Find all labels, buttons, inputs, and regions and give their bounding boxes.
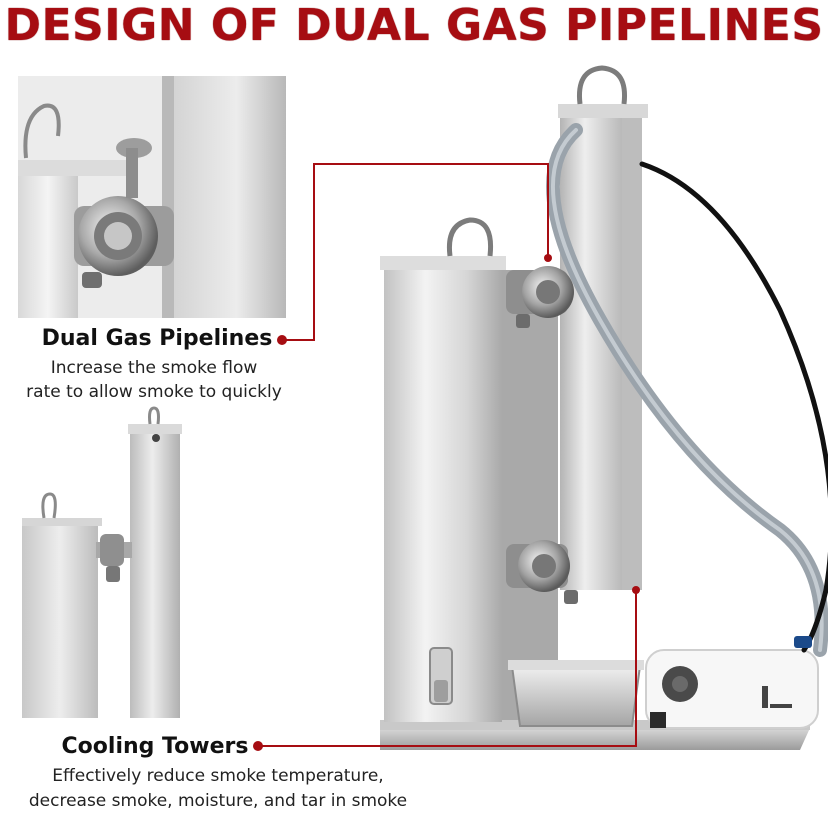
dual-gas-pipelines-description: Increase the smoke flow rate to allow sm… [0,356,308,404]
dual-gas-pipelines-title: Dual Gas Pipelines [41,326,273,351]
description-line: rate to allow smoke to quickly [26,382,282,402]
cooling-towers-title: Cooling Towers [61,734,249,759]
page-title: DESIGN OF DUAL GAS PIPELINES [4,0,824,51]
pipeline-closeup-illustration [18,76,286,318]
description-line: Effectively reduce smoke temperature, [52,766,384,786]
description-line: Increase the smoke flow [50,358,258,378]
description-line: decrease smoke, moisture, and tar in smo… [28,791,408,811]
pipeline-closeup-photo [18,76,286,318]
cooling-towers-description: Effectively reduce smoke temperature, de… [0,764,436,814]
cooling-tower-closeup-illustration [22,402,294,718]
cooling-tower-closeup-photo [22,402,294,718]
smoke-generator-product-image [300,60,828,760]
product-illustration [380,65,828,750]
